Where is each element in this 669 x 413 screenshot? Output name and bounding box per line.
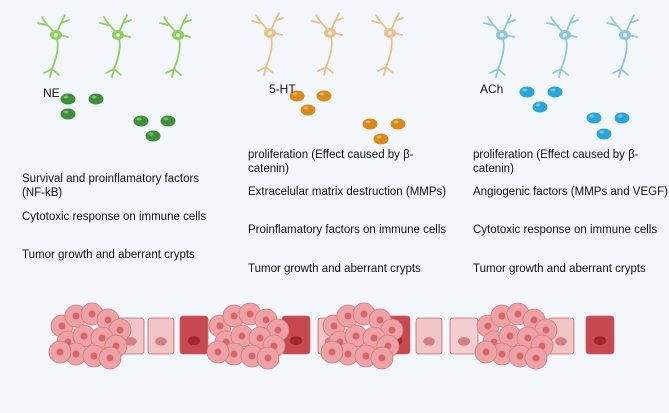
ne-molecule-icon-2: [88, 93, 104, 105]
ht-effect-1: proliferation (Effect caused by β-cateni…: [248, 149, 414, 175]
ach-effect-1: proliferation (Effect caused by β-cateni…: [473, 149, 639, 175]
tumor-cluster-3: [320, 302, 404, 370]
ht-molecule-icon-4: [362, 118, 378, 130]
ht-effect-3: Proinflamatory factors on immune cells: [248, 224, 447, 236]
ht-molecule-icon-2: [316, 90, 332, 102]
crypt-cell-10: [585, 315, 615, 355]
ht-column: 5-HT proliferation (Effect caused by β-c…: [248, 0, 463, 300]
ne-label: NE: [43, 86, 60, 100]
ne-molecule-icon-1: [60, 93, 76, 105]
ach-neuron-icon-3: [606, 14, 639, 78]
ach-molecule-icon-4: [586, 112, 602, 124]
ne-molecule-icon-3: [60, 108, 76, 120]
ht-molecule-icon-5: [390, 118, 406, 130]
ne-column: NE Survival and proinflamatory factors (…: [20, 0, 235, 300]
ach-effect-4: Tumor growth and aberrant crypts: [473, 263, 646, 275]
ach-molecule-icon-3: [532, 101, 548, 113]
ht-molecule-icon-3: [300, 104, 316, 116]
ach-label: ACh: [480, 82, 504, 96]
ach-molecule-icon-2: [547, 86, 563, 98]
tissue-strip: [48, 302, 615, 370]
ne-effect-3: Tumor growth and aberrant crypts: [22, 249, 195, 261]
crypt-cell-3: [179, 315, 209, 355]
ach-molecule-icon-6: [596, 128, 612, 140]
ne-molecule-icon-6: [145, 130, 161, 142]
ach-column: ACh proliferation (Effect caused by β-ca…: [473, 0, 669, 300]
ht-label: 5-HT: [269, 82, 296, 96]
ht-molecule-icon-1: [289, 90, 305, 102]
tumor-cluster-4: [474, 302, 558, 370]
ne-neuron-icon-3: [159, 14, 192, 78]
ne-effect-2: Cytotoxic response on immune cells: [22, 211, 207, 223]
ne-neuron-icon-1: [37, 14, 70, 78]
ach-molecule-icon-5: [614, 112, 630, 124]
crypt-cell-2: [147, 317, 175, 355]
ht-effect-4: Tumor growth and aberrant crypts: [248, 263, 421, 275]
crypt-cell-7: [415, 317, 443, 355]
ne-molecule-icon-4: [133, 115, 149, 127]
ach-neuron-icon-2: [546, 14, 579, 78]
ach-neuron-icon-1: [483, 14, 516, 78]
crypt-cell-8: [449, 317, 479, 355]
ht-neuron-icon-1: [251, 12, 284, 76]
ht-effect-2: Extracelular matrix destruction (MMPs): [248, 186, 447, 198]
ach-effect-3: Cytotoxic response on immune cells: [473, 224, 658, 236]
ach-molecule-icon-1: [519, 86, 535, 98]
ht-neuron-icon-3: [371, 12, 404, 76]
ht-neuron-icon-2: [311, 12, 344, 76]
tumor-cluster-1: [48, 302, 132, 370]
ne-molecule-icon-5: [160, 115, 176, 127]
tumor-cluster-2: [206, 302, 290, 370]
ht-molecule-icon-6: [373, 133, 389, 145]
ne-neuron-icon-2: [99, 14, 132, 78]
ach-effect-2: Angiogenic factors (MMPs and VEGF): [473, 186, 668, 198]
ne-effect-1: Survival and proinflamatory factors (NF-…: [22, 173, 200, 199]
